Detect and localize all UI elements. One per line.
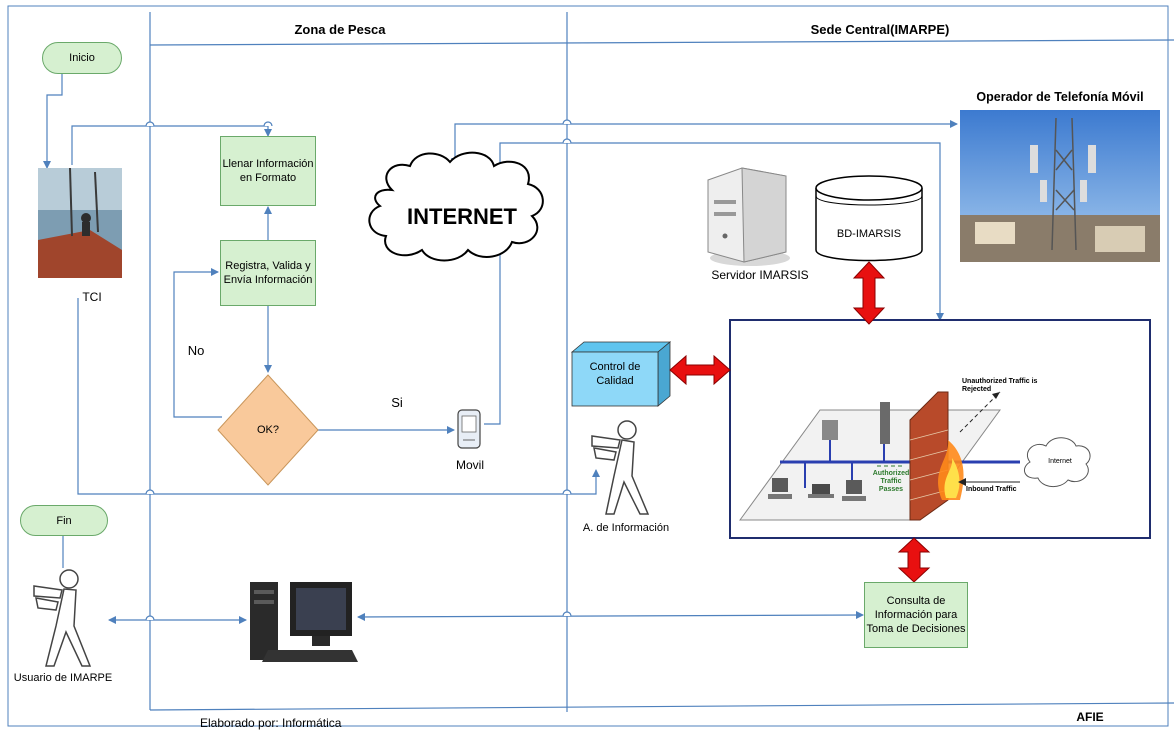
database-cylinder [815,175,923,262]
connectors [43,74,958,624]
quality-control-label: Control de Calidad [589,361,641,387]
red-arrow-db-firewall [852,261,886,325]
server-label: Servidor IMARSIS [711,268,809,282]
author-footer: Elaborado por: Informática [200,716,342,730]
mobile-label: Movil [455,458,484,472]
quality-control-box [570,341,672,407]
red-arrows [669,261,931,583]
connector-tci-fill [71,125,272,165]
decision-label: OK? [256,424,279,436]
red-arrow-firewall-consult [897,537,931,583]
operator-label: Operador de Telefonía Móvil [976,90,1144,104]
operator-tower-image [960,110,1160,262]
tci-label: TCI [82,290,102,304]
authorized-traffic-label: Authorized Traffic Passes [872,470,910,493]
no-label: No [187,343,205,358]
org-footer: AFIE [1076,710,1104,724]
database-label: BD-IMARSIS [836,228,902,240]
yes-label: Si [391,395,403,410]
internet-label: INTERNET [407,204,517,229]
fill-format-box[interactable]: Llenar Información en Formato [220,136,316,206]
mobile-phone-icon [457,409,481,449]
analyst-label: A. de Información [582,522,670,534]
user-label: Usuario de IMARPE [13,672,113,684]
internet-cloud [368,151,544,262]
page-border [7,5,1169,727]
desktop-computer-icon [250,582,358,662]
server-icon [707,167,790,266]
connector-start-tci [43,74,63,169]
end-node[interactable]: Fin [20,505,108,536]
connector-no-loop [173,268,222,418]
connector-tci-analyst [77,298,600,495]
lane-title-fishing-zone: Zona de Pesca [294,22,386,37]
analyst-figure [591,420,650,515]
firewall-panel [729,319,1151,539]
connector-internet-operator [451,120,958,166]
firewall-internet-label: Internet [1048,458,1072,465]
lane-title-headquarters: Sede Central(IMARPE) [810,22,950,37]
red-arrow-qc-firewall [669,354,731,386]
connector-computer-consult [357,611,864,621]
unauthorized-traffic-label: Unauthorized Traffic is Rejected [962,378,1038,393]
consult-box[interactable]: Consulta de Información para Toma de Dec… [864,582,968,648]
inbound-traffic-label: Inbound Traffic [966,486,1017,493]
decision-diamond [217,374,319,486]
start-node[interactable]: Inicio [42,42,122,74]
user-figure [33,569,92,667]
register-box[interactable]: Registra, Valida y Envía Información [220,240,316,306]
tci-boat-image [38,167,122,278]
